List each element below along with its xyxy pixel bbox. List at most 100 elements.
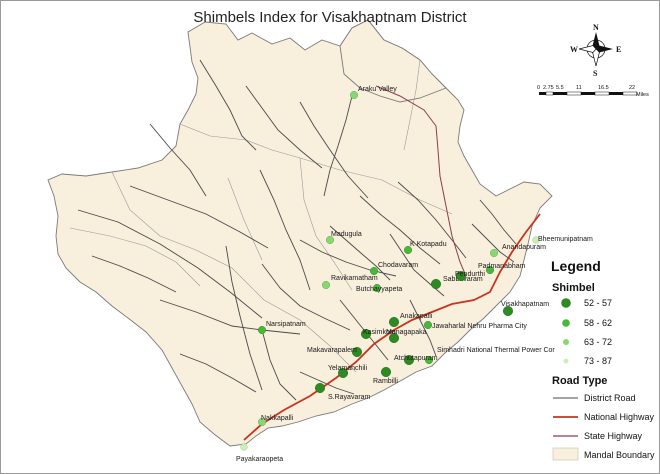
legend-label: 73 - 87: [584, 356, 612, 366]
place-visakhapatnam: Visakhapatnam: [501, 301, 549, 317]
legend-state-highway: State Highway: [553, 431, 643, 441]
place-k-kotapadu: K Kotapadu: [404, 241, 447, 254]
legend-label: National Highway: [584, 412, 655, 422]
scale-tick: 16.5: [598, 85, 609, 91]
north-arrow-compass: N S W E: [570, 23, 621, 78]
compass-e-label: E: [616, 45, 621, 54]
place-label: Kasimkota: [363, 329, 396, 336]
scale-segment: [609, 92, 623, 95]
legend-shimbel-heading: Shimbel: [552, 282, 595, 294]
place-marker: [404, 355, 415, 366]
place-madugula: Madugula: [326, 231, 362, 244]
place-marker: [258, 418, 267, 427]
place-marker: [486, 266, 495, 275]
place-marker: [532, 236, 540, 244]
place-marker: [315, 383, 326, 394]
place-yelamanchili: Yelamanchili: [328, 365, 367, 379]
place-label: S.Rayavaram: [328, 394, 371, 401]
compass-north-point: [592, 32, 600, 49]
place-araku-valley: Araku Valley: [350, 86, 397, 99]
scale-tick: 22: [629, 85, 635, 91]
district-land: [47, 19, 553, 447]
place-label: Munagapaka: [386, 329, 427, 336]
place-marker: [381, 367, 392, 378]
place-marker: [503, 306, 514, 317]
place-label: Narsipatnam: [266, 321, 306, 328]
place-marker: [258, 326, 267, 335]
place-label: Madugula: [331, 231, 362, 238]
place-payakaraopeta: Payakaraopeta: [236, 443, 283, 463]
scale-segment: [539, 92, 546, 95]
legend-road-heading: Road Type: [552, 375, 607, 387]
place-label: Bheemunipatnam: [538, 236, 593, 243]
scale-segment: [622, 91, 638, 96]
place-kasimkota: Kasimkota: [361, 329, 396, 340]
place-butchayyapeta: Butchayyapeta: [356, 284, 402, 293]
place-label: Anandapuram: [502, 244, 546, 251]
place-marker: [240, 443, 248, 451]
place-marker: [404, 245, 413, 254]
compass-east-point: [596, 45, 613, 53]
place-marker: [370, 267, 379, 276]
place-atchutapuram: Atchutapuram: [394, 355, 438, 366]
place-munagapaka: Munagapaka: [386, 329, 427, 344]
place-label: Padmanabham: [478, 263, 526, 270]
scale-segment: [545, 91, 554, 96]
place-label: Jawaharlal Nehru Pharma City: [432, 323, 527, 330]
place-chodavaram: Chodavaram: [370, 262, 418, 276]
place-marker: [389, 333, 400, 344]
place-label: Makavarapalem: [307, 347, 357, 354]
legend-swatch: [563, 358, 569, 364]
place-marker: [322, 281, 331, 290]
place-label: K Kotapadu: [410, 241, 447, 248]
place-s-rayavaram: S.Rayavaram: [315, 383, 371, 401]
compass-s-label: S: [593, 69, 598, 78]
legend-label: District Road: [584, 393, 636, 403]
legend-swatch: [562, 319, 570, 327]
place-label: Atchutapuram: [394, 355, 438, 362]
legend-national-highway: National Highway: [553, 412, 655, 422]
scale-tick: 0: [537, 85, 540, 91]
place-ravikamatham: Ravikamatham: [322, 275, 378, 290]
place-anandapuram: Anandapuram: [490, 244, 546, 257]
district-roads: [77, 59, 517, 401]
place-rambilli: Rambilli: [373, 367, 398, 385]
place-label: Yelamanchili: [328, 365, 367, 372]
legend-shimbel-52-57: 52 - 57: [561, 298, 612, 308]
place-padmanabham: Padmanabham: [478, 263, 526, 275]
place-marker: [361, 329, 372, 340]
compass-west-point: [578, 45, 597, 53]
scale-segment: [553, 92, 567, 95]
legend-shimbel-58-62: 58 - 62: [562, 318, 612, 328]
place-marker: [389, 317, 400, 328]
map-title: Shimbels Index for Visakhaptnam District: [193, 9, 467, 26]
place-label: Payakaraopeta: [236, 456, 283, 463]
legend-label: 63 - 72: [584, 337, 612, 347]
legend-label: 58 - 62: [584, 318, 612, 328]
legend-title: Legend: [551, 258, 601, 274]
place-marker: [456, 271, 467, 282]
scale-tick: 11: [576, 85, 582, 91]
place-marker: [350, 90, 359, 99]
place-label: Nakkapalli: [261, 415, 294, 422]
legend-swatch: [561, 298, 571, 308]
place-label: Anakapalli: [400, 313, 433, 320]
district-land-north: [339, 19, 447, 103]
place-pendurthi: Pendurthi: [455, 271, 485, 282]
scale-segment: [594, 91, 610, 96]
legend-label: Mandal Boundary: [584, 450, 655, 460]
place-marker: [425, 356, 434, 365]
place-marker: [352, 347, 363, 358]
scale-bar: 0 2.75 5.5 11 16.5 22 Miles: [537, 85, 649, 98]
place-label: Rambilli: [373, 378, 398, 385]
place-simhadri-ntpc: Simhadri National Thermal Power Cor: [425, 347, 555, 365]
place-label: Butchayyapeta: [356, 286, 402, 293]
place-label: Pendurthi: [455, 271, 485, 278]
state-highway: [375, 85, 467, 277]
place-bheemunipatnam: Bheemunipatnam: [532, 236, 593, 244]
place-narsipatnam: Narsipatnam: [258, 321, 306, 335]
place-label: Simhadri National Thermal Power Cor: [437, 347, 555, 354]
scale-tick: 2.75: [543, 85, 554, 91]
national-highway: [243, 213, 541, 441]
